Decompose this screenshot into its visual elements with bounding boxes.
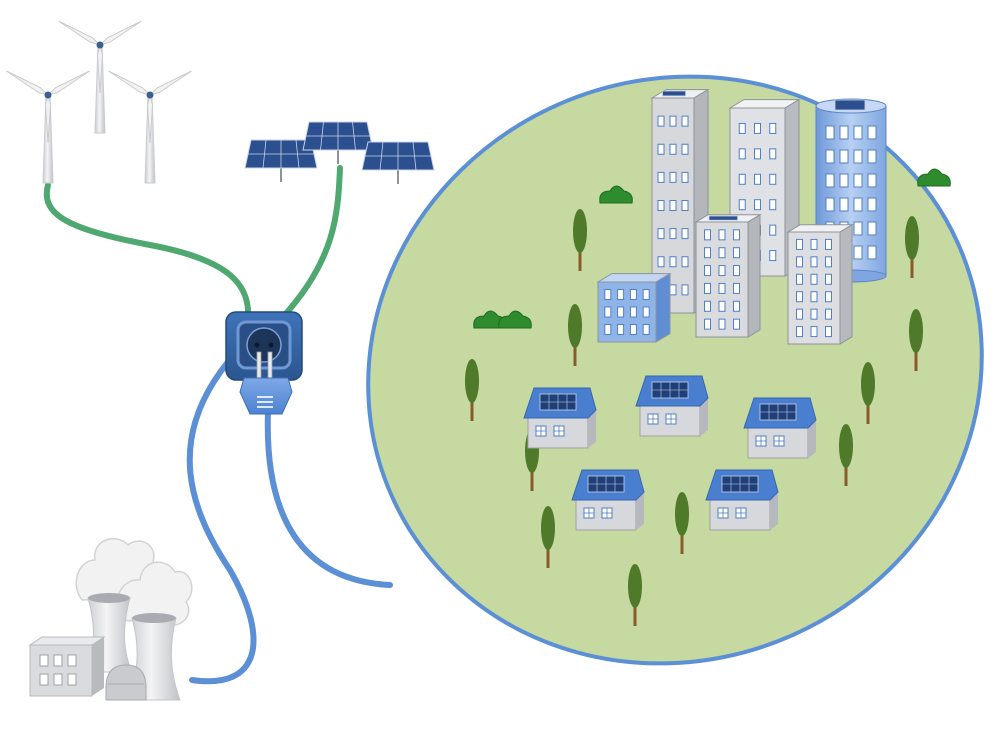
bush-icon	[599, 185, 633, 204]
wind-turbine-icon	[58, 20, 142, 134]
power-plant	[28, 538, 193, 701]
tree-icon	[541, 506, 555, 568]
solar-panel-icon	[244, 139, 318, 182]
city-area	[366, 74, 984, 666]
house-with-solar-icon	[743, 397, 817, 459]
city-buildings	[596, 88, 887, 345]
wind-cable	[43, 182, 252, 321]
tree-icon	[465, 359, 479, 421]
tree-icon	[905, 216, 919, 278]
building-icon	[694, 213, 762, 338]
bush-icon	[498, 310, 532, 329]
tree-icon	[568, 304, 582, 366]
bush-icon	[917, 168, 951, 187]
city-houses	[523, 375, 817, 531]
building-icon	[650, 88, 710, 314]
solar-farm	[244, 121, 435, 184]
house-with-solar-icon	[523, 387, 597, 449]
cables	[43, 165, 393, 685]
tree-icon	[675, 492, 689, 554]
city-cable	[264, 409, 393, 588]
tree-icon	[628, 564, 642, 626]
building-icon	[786, 223, 854, 345]
grid-connector	[225, 311, 303, 415]
wind-farm	[6, 20, 192, 184]
house-with-solar-icon	[635, 375, 709, 437]
tree-icon	[909, 309, 923, 371]
city-ground	[366, 74, 984, 666]
plant-cable	[186, 359, 257, 685]
plant-building-icon	[28, 636, 106, 697]
wind-turbine-icon	[108, 70, 192, 184]
tree-icon	[839, 424, 853, 486]
building-icon	[596, 272, 672, 343]
power-plug-icon	[239, 351, 293, 415]
reactor-dome-icon	[105, 664, 147, 701]
house-with-solar-icon	[571, 469, 645, 531]
steam-icon	[75, 538, 193, 627]
power-socket-icon	[225, 311, 303, 381]
tree-icon	[573, 209, 587, 271]
tree-icon	[861, 362, 875, 424]
wind-turbine-icon	[6, 70, 90, 184]
house-with-solar-icon	[705, 469, 779, 531]
solar-panel-icon	[361, 141, 435, 184]
solar-cable	[279, 165, 343, 321]
city-bushes	[473, 168, 951, 329]
city-trees	[465, 209, 923, 626]
